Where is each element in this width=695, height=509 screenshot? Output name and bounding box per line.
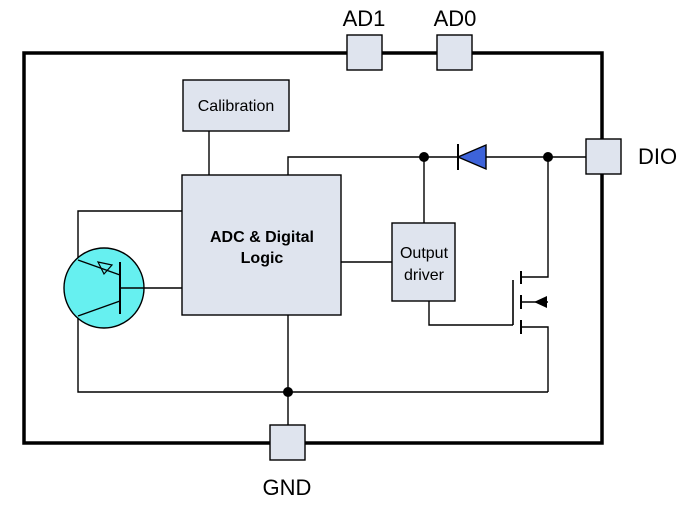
ad1-pin-label: AD1 bbox=[343, 6, 386, 31]
junction-dot bbox=[543, 152, 553, 162]
output-label-line2: driver bbox=[404, 267, 445, 284]
adc-label-line1: ADC & Digital bbox=[210, 229, 314, 246]
dio-pin bbox=[585, 138, 622, 175]
calibration-label: Calibration bbox=[198, 98, 274, 115]
ad0-pin-label: AD0 bbox=[434, 6, 477, 31]
adc-label-line2: Logic bbox=[241, 250, 284, 267]
calibration-block: Calibration bbox=[182, 79, 290, 132]
gnd-pin bbox=[269, 424, 306, 461]
ad0-pin bbox=[436, 34, 473, 71]
dio-pin-label: DIO bbox=[638, 144, 677, 169]
wires bbox=[77, 131, 586, 425]
transistor-symbol bbox=[63, 247, 145, 329]
diode-symbol bbox=[456, 143, 487, 171]
junction-dot bbox=[283, 387, 293, 397]
junction-dot bbox=[419, 152, 429, 162]
output-label-line1: Output bbox=[400, 245, 449, 262]
ad1-pin bbox=[346, 34, 383, 71]
adc-logic-block: ADC & Digital Logic bbox=[181, 174, 342, 316]
chip-outline bbox=[22, 51, 604, 445]
mosfet-symbol bbox=[512, 271, 547, 334]
gnd-pin-label: GND bbox=[263, 475, 312, 500]
output-driver-block: Output driver bbox=[391, 222, 456, 302]
